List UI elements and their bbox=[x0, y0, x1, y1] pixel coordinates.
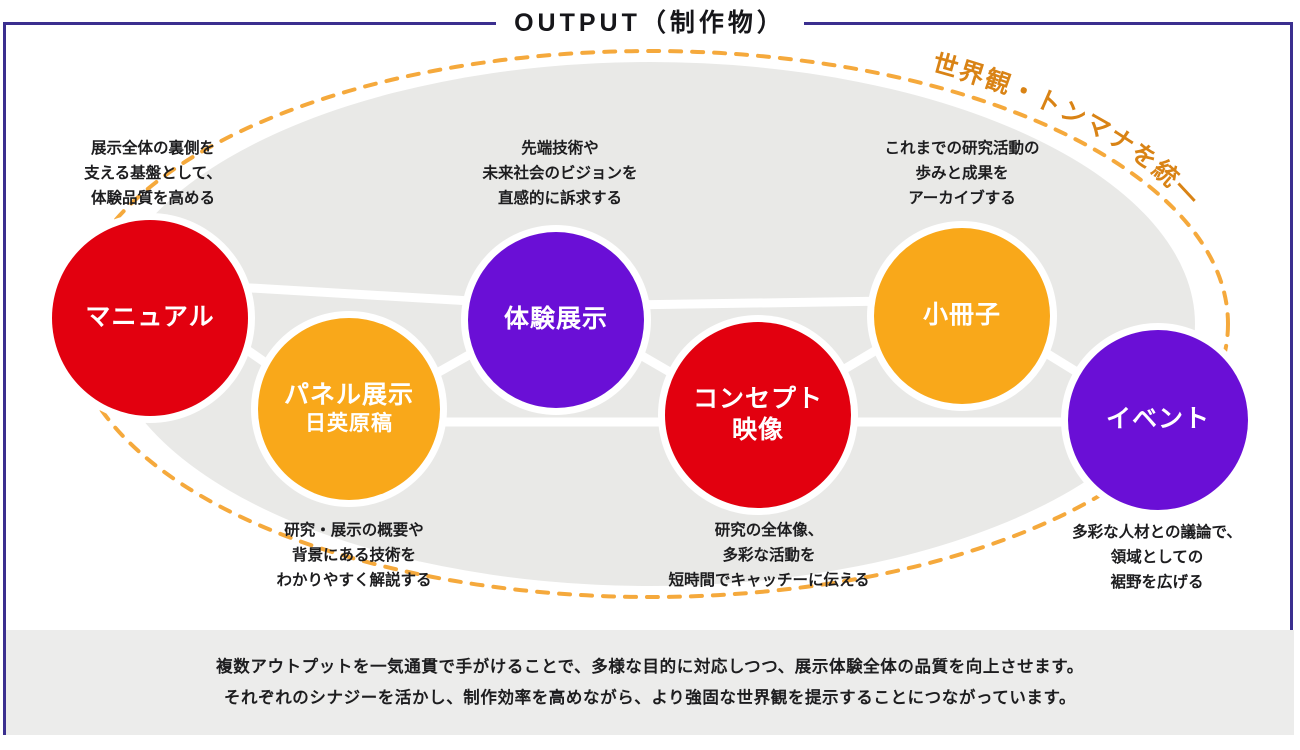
node-concept-label-1: コンセプト bbox=[692, 384, 823, 413]
node-event[interactable]: イベント bbox=[1068, 330, 1248, 510]
caption-experience-line-1: 先端技術や bbox=[521, 140, 599, 157]
node-manual-label: マニュアル bbox=[85, 303, 215, 332]
caption-event-line-3: 裾野を広げる bbox=[1110, 574, 1204, 592]
summary-box: 複数アウトプットを一気通貫で手がけることで、多様な目的に対応しつつ、展示体験全体… bbox=[6, 630, 1294, 735]
caption-booklet: これまでの研究活動の 歩みと成果を アーカイブする bbox=[845, 136, 1079, 211]
caption-concept-line-1: 研究の全体像、 bbox=[714, 522, 824, 539]
node-panel[interactable]: パネル展示 日英原稿 bbox=[258, 318, 440, 500]
caption-booklet-line-2: 歩みと成果を bbox=[915, 165, 1009, 183]
title-rule-right bbox=[803, 22, 914, 24]
caption-manual-line-2: 支える基盤として、 bbox=[84, 165, 222, 183]
node-manual[interactable]: マニュアル bbox=[52, 220, 248, 416]
summary-line-1: 複数アウトプットを一気通貫で手がけることで、多様な目的に対応しつつ、展示体験全体… bbox=[216, 657, 1084, 676]
node-concept-movie[interactable]: コンセプト 映像 bbox=[665, 322, 851, 508]
caption-event-line-1: 多彩な人材との議論で、 bbox=[1072, 524, 1242, 541]
title-rule-left bbox=[386, 22, 497, 24]
node-panel-label-1: パネル展示 bbox=[283, 380, 414, 409]
caption-concept-movie: 研究の全体像、 多彩な活動を 短時間でキャッチーに伝える bbox=[638, 518, 900, 593]
caption-experience-line-2: 未来社会のビジョンを bbox=[482, 165, 638, 183]
caption-manual-line-1: 展示全体の裏側を bbox=[90, 140, 215, 157]
caption-event: 多彩な人材との議論で、 領域としての 裾野を広げる bbox=[1043, 520, 1271, 595]
caption-experience: 先端技術や 未来社会のビジョンを 直感的に訴求する bbox=[440, 136, 680, 211]
node-panel-label-2: 日英原稿 bbox=[305, 412, 393, 436]
caption-event-line-2: 領域としての bbox=[1110, 549, 1204, 567]
caption-panel: 研究・展示の概要や 背景にある技術を わかりやすく解説する bbox=[238, 518, 470, 593]
node-booklet-label: 小冊子 bbox=[922, 301, 1001, 330]
caption-manual: 展示全体の裏側を 支える基盤として、 体験品質を高める bbox=[48, 136, 258, 211]
caption-concept-line-3: 短時間でキャッチーに伝える bbox=[668, 572, 870, 590]
caption-manual-line-3: 体験品質を高める bbox=[90, 190, 215, 208]
summary-line-2: それぞれのシナジーを活かし、制作効率を高めながら、より強固な世界観を提示すること… bbox=[223, 688, 1077, 707]
node-event-label: イベント bbox=[1105, 405, 1210, 434]
node-experience[interactable]: 体験展示 bbox=[468, 232, 644, 408]
node-concept-label-2: 映像 bbox=[731, 416, 784, 444]
caption-concept-line-2: 多彩な活動を bbox=[722, 547, 816, 565]
caption-panel-line-1: 研究・展示の概要や bbox=[284, 522, 424, 539]
caption-panel-line-2: 背景にある技術を bbox=[291, 547, 416, 565]
node-experience-label: 体験展示 bbox=[503, 305, 608, 334]
caption-booklet-line-3: アーカイブする bbox=[908, 190, 1016, 208]
caption-experience-line-3: 直感的に訴求する bbox=[497, 190, 622, 208]
page-title: OUTPUT（制作物） bbox=[496, 10, 804, 36]
caption-booklet-line-1: これまでの研究活動の bbox=[884, 140, 1040, 157]
caption-panel-line-3: わかりやすく解説する bbox=[276, 572, 432, 590]
node-booklet[interactable]: 小冊子 bbox=[874, 228, 1050, 404]
dashed-ellipse bbox=[70, 49, 1230, 599]
page-title-bar: OUTPUT（制作物） bbox=[0, 0, 1300, 46]
